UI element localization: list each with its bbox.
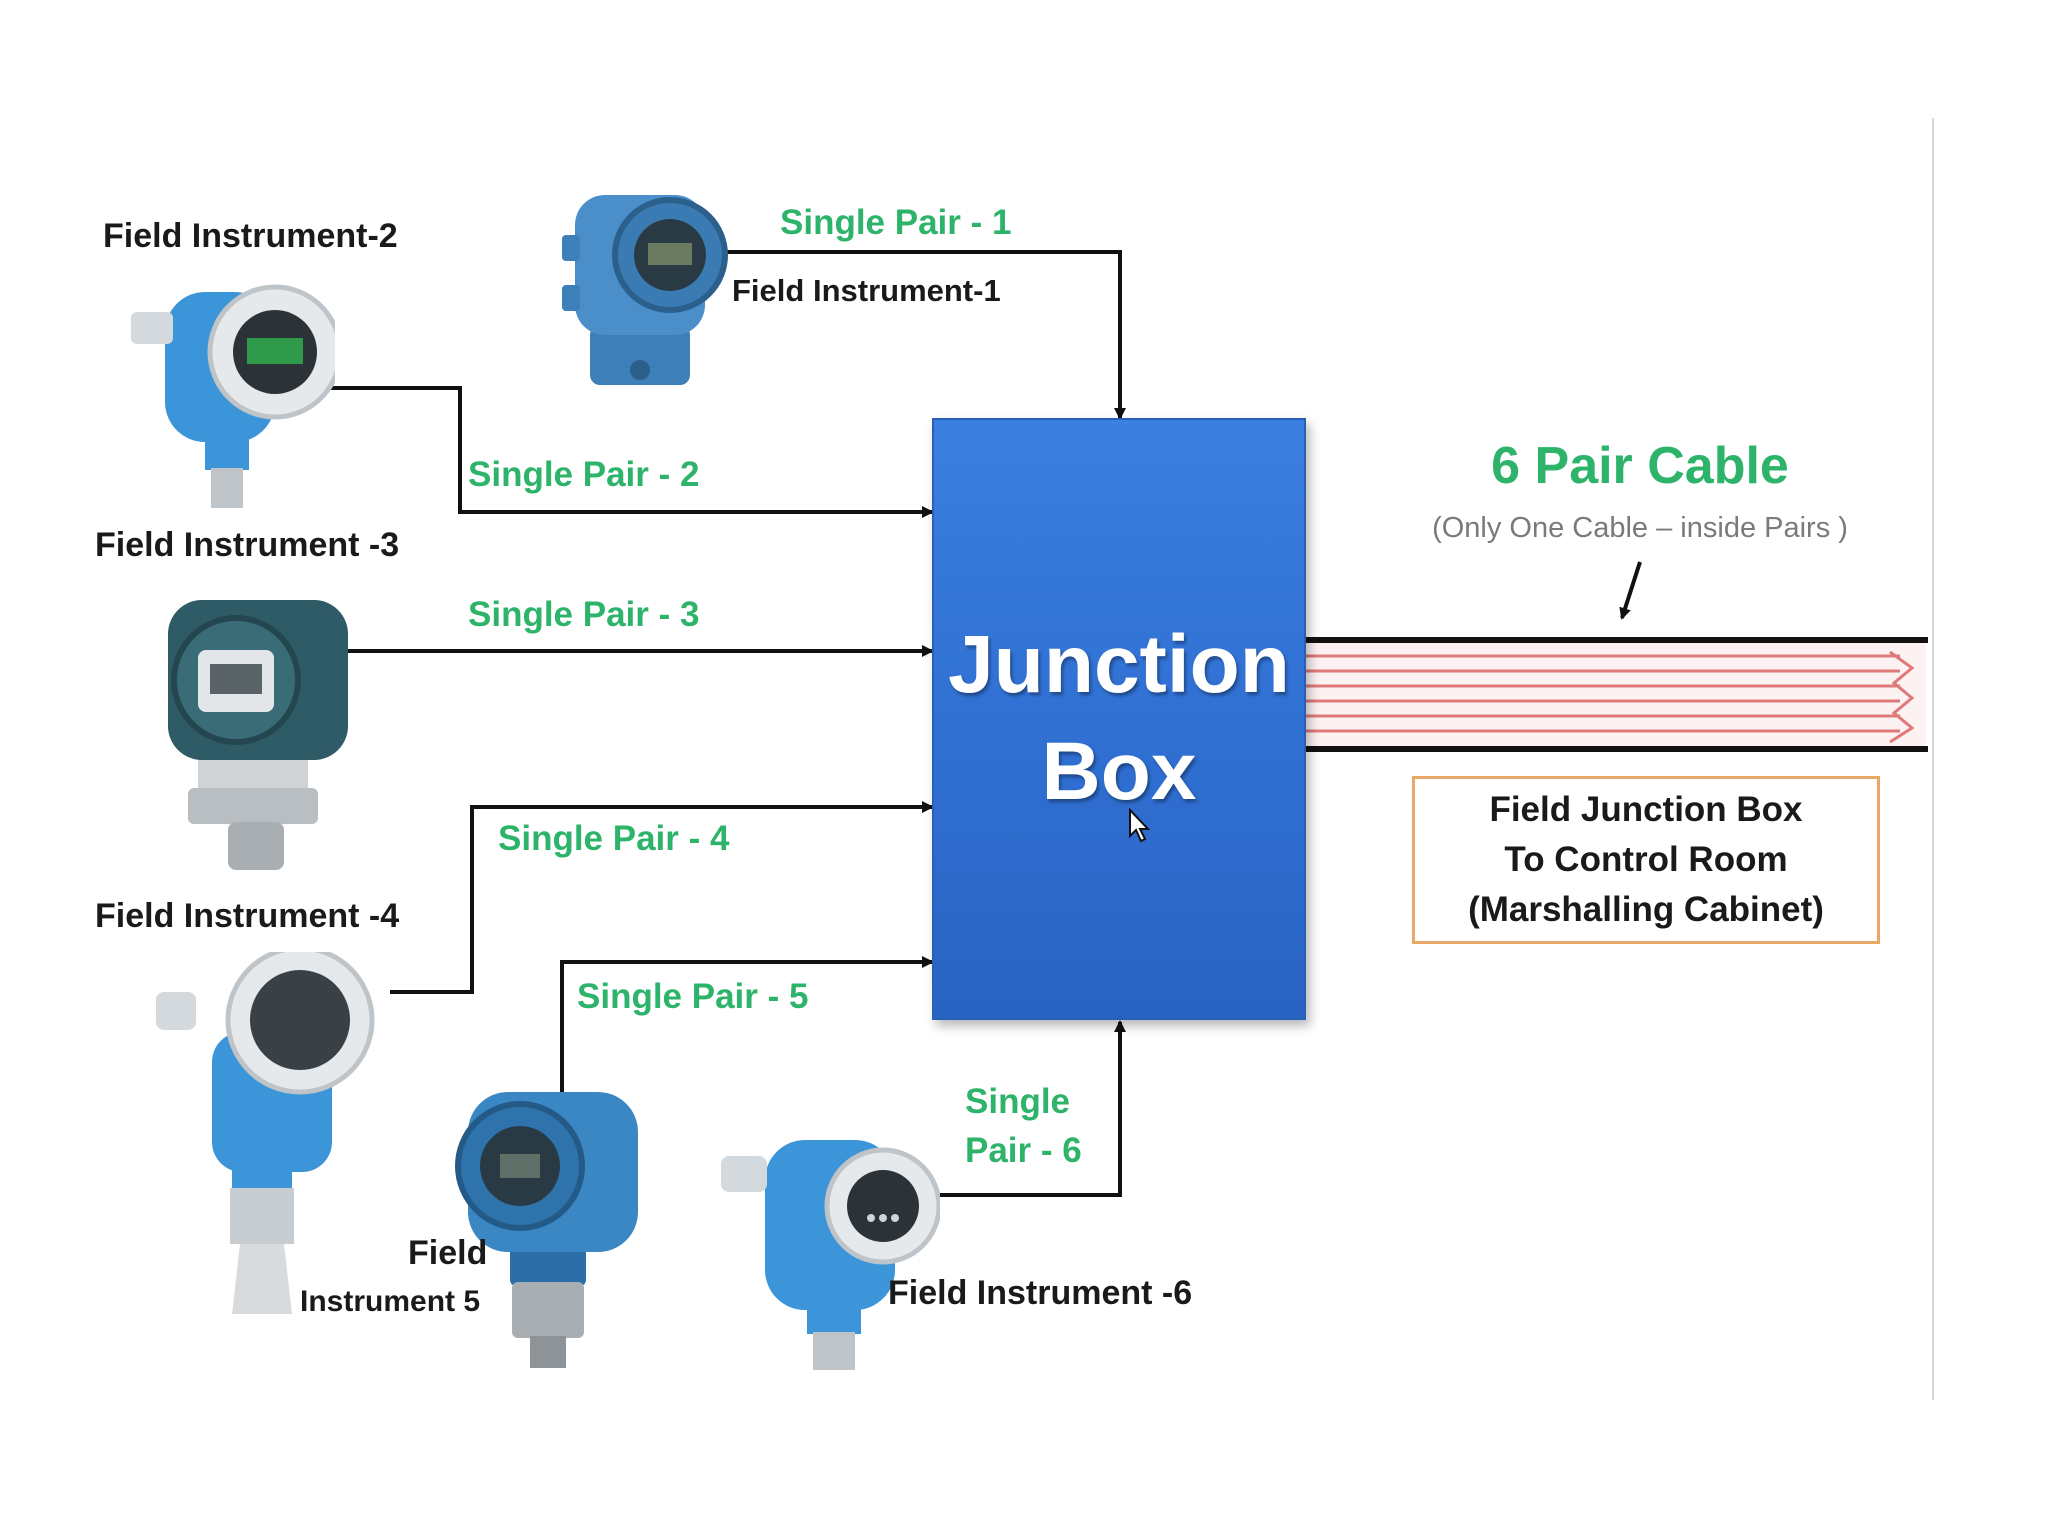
wire-pair-4 (390, 801, 934, 994)
single-pair-3-label: Single Pair - 3 (468, 595, 700, 634)
field-instrument-3-label: Field Instrument -3 (95, 526, 400, 564)
junction-box (932, 418, 1306, 1020)
field-instrument-6-icon (721, 1140, 940, 1370)
destination-box: Field Junction Box To Control Room (Mars… (1412, 776, 1880, 944)
field-instrument-3-icon (168, 600, 348, 870)
field-instrument-2-label: Field Instrument-2 (103, 217, 398, 255)
wire-pair-1 (725, 250, 1126, 420)
single-pair-6-label-line1: Single (965, 1082, 1071, 1121)
wire-pair-2 (315, 386, 934, 518)
field-instrument-5-label-line1: Field (408, 1234, 488, 1272)
destination-line-2: To Control Room (1504, 840, 1788, 880)
cable-pointer-arrow (1619, 561, 1642, 620)
field-instrument-5-label-line2: Instrument 5 (300, 1285, 481, 1318)
slide-edge (1932, 118, 1934, 1400)
field-instrument-5-icon (455, 1092, 638, 1368)
cable-subtitle: (Only One Cable – inside Pairs ) (1432, 512, 1848, 544)
field-instrument-6-label: Field Instrument -6 (888, 1274, 1193, 1312)
single-pair-2-label: Single Pair - 2 (468, 455, 700, 494)
single-pair-1-label: Single Pair - 1 (780, 203, 1012, 242)
junction-box-label: Junction Box (932, 612, 1306, 825)
field-instrument-4-label: Field Instrument -4 (95, 897, 400, 935)
field-instrument-1-icon (562, 195, 728, 385)
mouse-cursor-icon (1129, 808, 1151, 843)
single-pair-6-label-line2: Pair - 6 (965, 1131, 1082, 1170)
wire-pair-6 (935, 1020, 1126, 1197)
cable-title: 6 Pair Cable (1491, 437, 1789, 495)
destination-line-3: (Marshalling Cabinet) (1468, 889, 1824, 929)
field-instrument-1-label: Field Instrument-1 (732, 273, 1001, 308)
destination-line-1: Field Junction Box (1489, 790, 1803, 830)
single-pair-5-label: Single Pair - 5 (577, 977, 809, 1016)
wire-pair-5 (560, 956, 934, 1092)
field-instrument-2-icon (131, 284, 335, 508)
field-instrument-4-icon (156, 952, 375, 1314)
junction-box-label-line1: Junction (948, 619, 1290, 710)
junction-box-label-line2: Box (1041, 725, 1197, 817)
six-pair-cable (1306, 637, 1928, 752)
single-pair-4-label: Single Pair - 4 (498, 819, 730, 858)
